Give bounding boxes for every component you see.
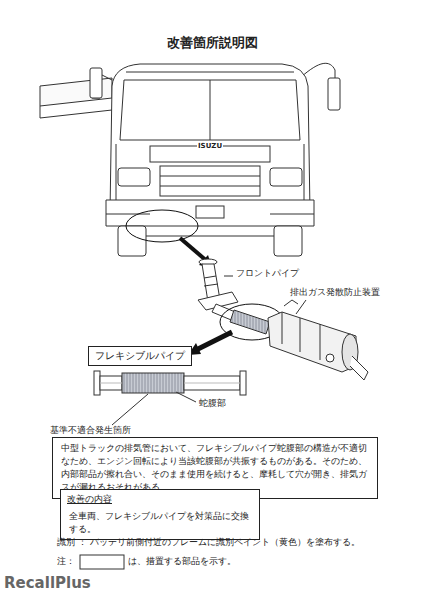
note-label: は、措置する部品を示す。 [128,556,236,567]
part-label: フロントパイプ [236,268,299,279]
remedy-text: 全車両、フレキシブルパイプを対策品に交換する。 [67,510,253,536]
section-heading: 改善の内容 [67,493,253,506]
note-label: 注： [57,556,75,567]
brand-logo: ISUZU [197,142,223,150]
location-label: 基準不適合発生箇所 [50,425,131,436]
identification-note: 識別 ： バッテリ前側付近のフレームに識別ペイント（黄色）を塗布する。 [57,537,360,548]
title: 改善箇所説明図 [167,35,258,51]
text-box: 改善の内容全車両、フレキシブルパイプを対策品に交換する。 [60,489,260,540]
part-label: 排出ガス発散防止装置 [290,287,380,298]
part-label: 蛇腹部 [199,398,226,409]
part-name-box: フレキシブルパイプ [95,349,185,363]
description-text: 中型トラックの排気管において、フレキシブルパイプ蛇腹部の構造が不適切なため、エン… [61,442,369,494]
watermark: RecallPlus [4,574,91,592]
part-box: フレキシブルパイプ [88,346,192,366]
